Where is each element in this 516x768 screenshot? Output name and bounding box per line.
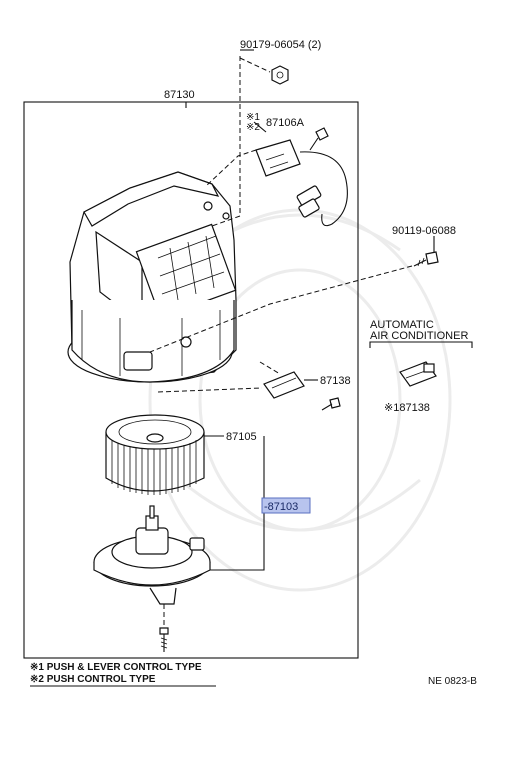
resistor-screw: [309, 127, 329, 151]
note-push-control: ※2 PUSH CONTROL TYPE: [30, 674, 156, 685]
label-note1-mark: ※1: [246, 112, 260, 123]
label-87130: 87130: [164, 89, 195, 101]
blower-fan: [105, 414, 205, 495]
highlight-box-87103: [261, 497, 311, 514]
leader-lines: [149, 49, 473, 571]
assembly-frame: [23, 101, 359, 659]
label-90119-06088: 90119-06088: [392, 225, 456, 237]
label-automatic: AUTOMATIC: [370, 319, 434, 331]
label-87106A: 87106A: [266, 117, 305, 129]
label-note2-mark: ※2: [246, 122, 260, 133]
blower-motor: [93, 505, 211, 605]
resistor-87106A: [255, 139, 348, 227]
blower-case: [67, 171, 237, 383]
bolt-90119: [413, 251, 439, 267]
resistor-ac-87138: [399, 361, 437, 387]
note-push-lever: ※1 PUSH & LEVER CONTROL TYPE: [30, 662, 202, 673]
label-87105: 87105: [226, 431, 257, 443]
motor-screw: [159, 604, 169, 652]
resistor-87138: [263, 371, 341, 411]
nut-90179: [271, 65, 289, 85]
label-87103: -87103: [264, 501, 298, 513]
figure-code: NE 0823-B: [428, 676, 477, 687]
label-air-conditioner: AIR CONDITIONER: [370, 330, 468, 342]
label-ac-87138: ※187138: [384, 402, 430, 414]
label-87138: 87138: [320, 375, 351, 387]
label-90179-06054: 90179-06054 (2): [240, 39, 321, 51]
